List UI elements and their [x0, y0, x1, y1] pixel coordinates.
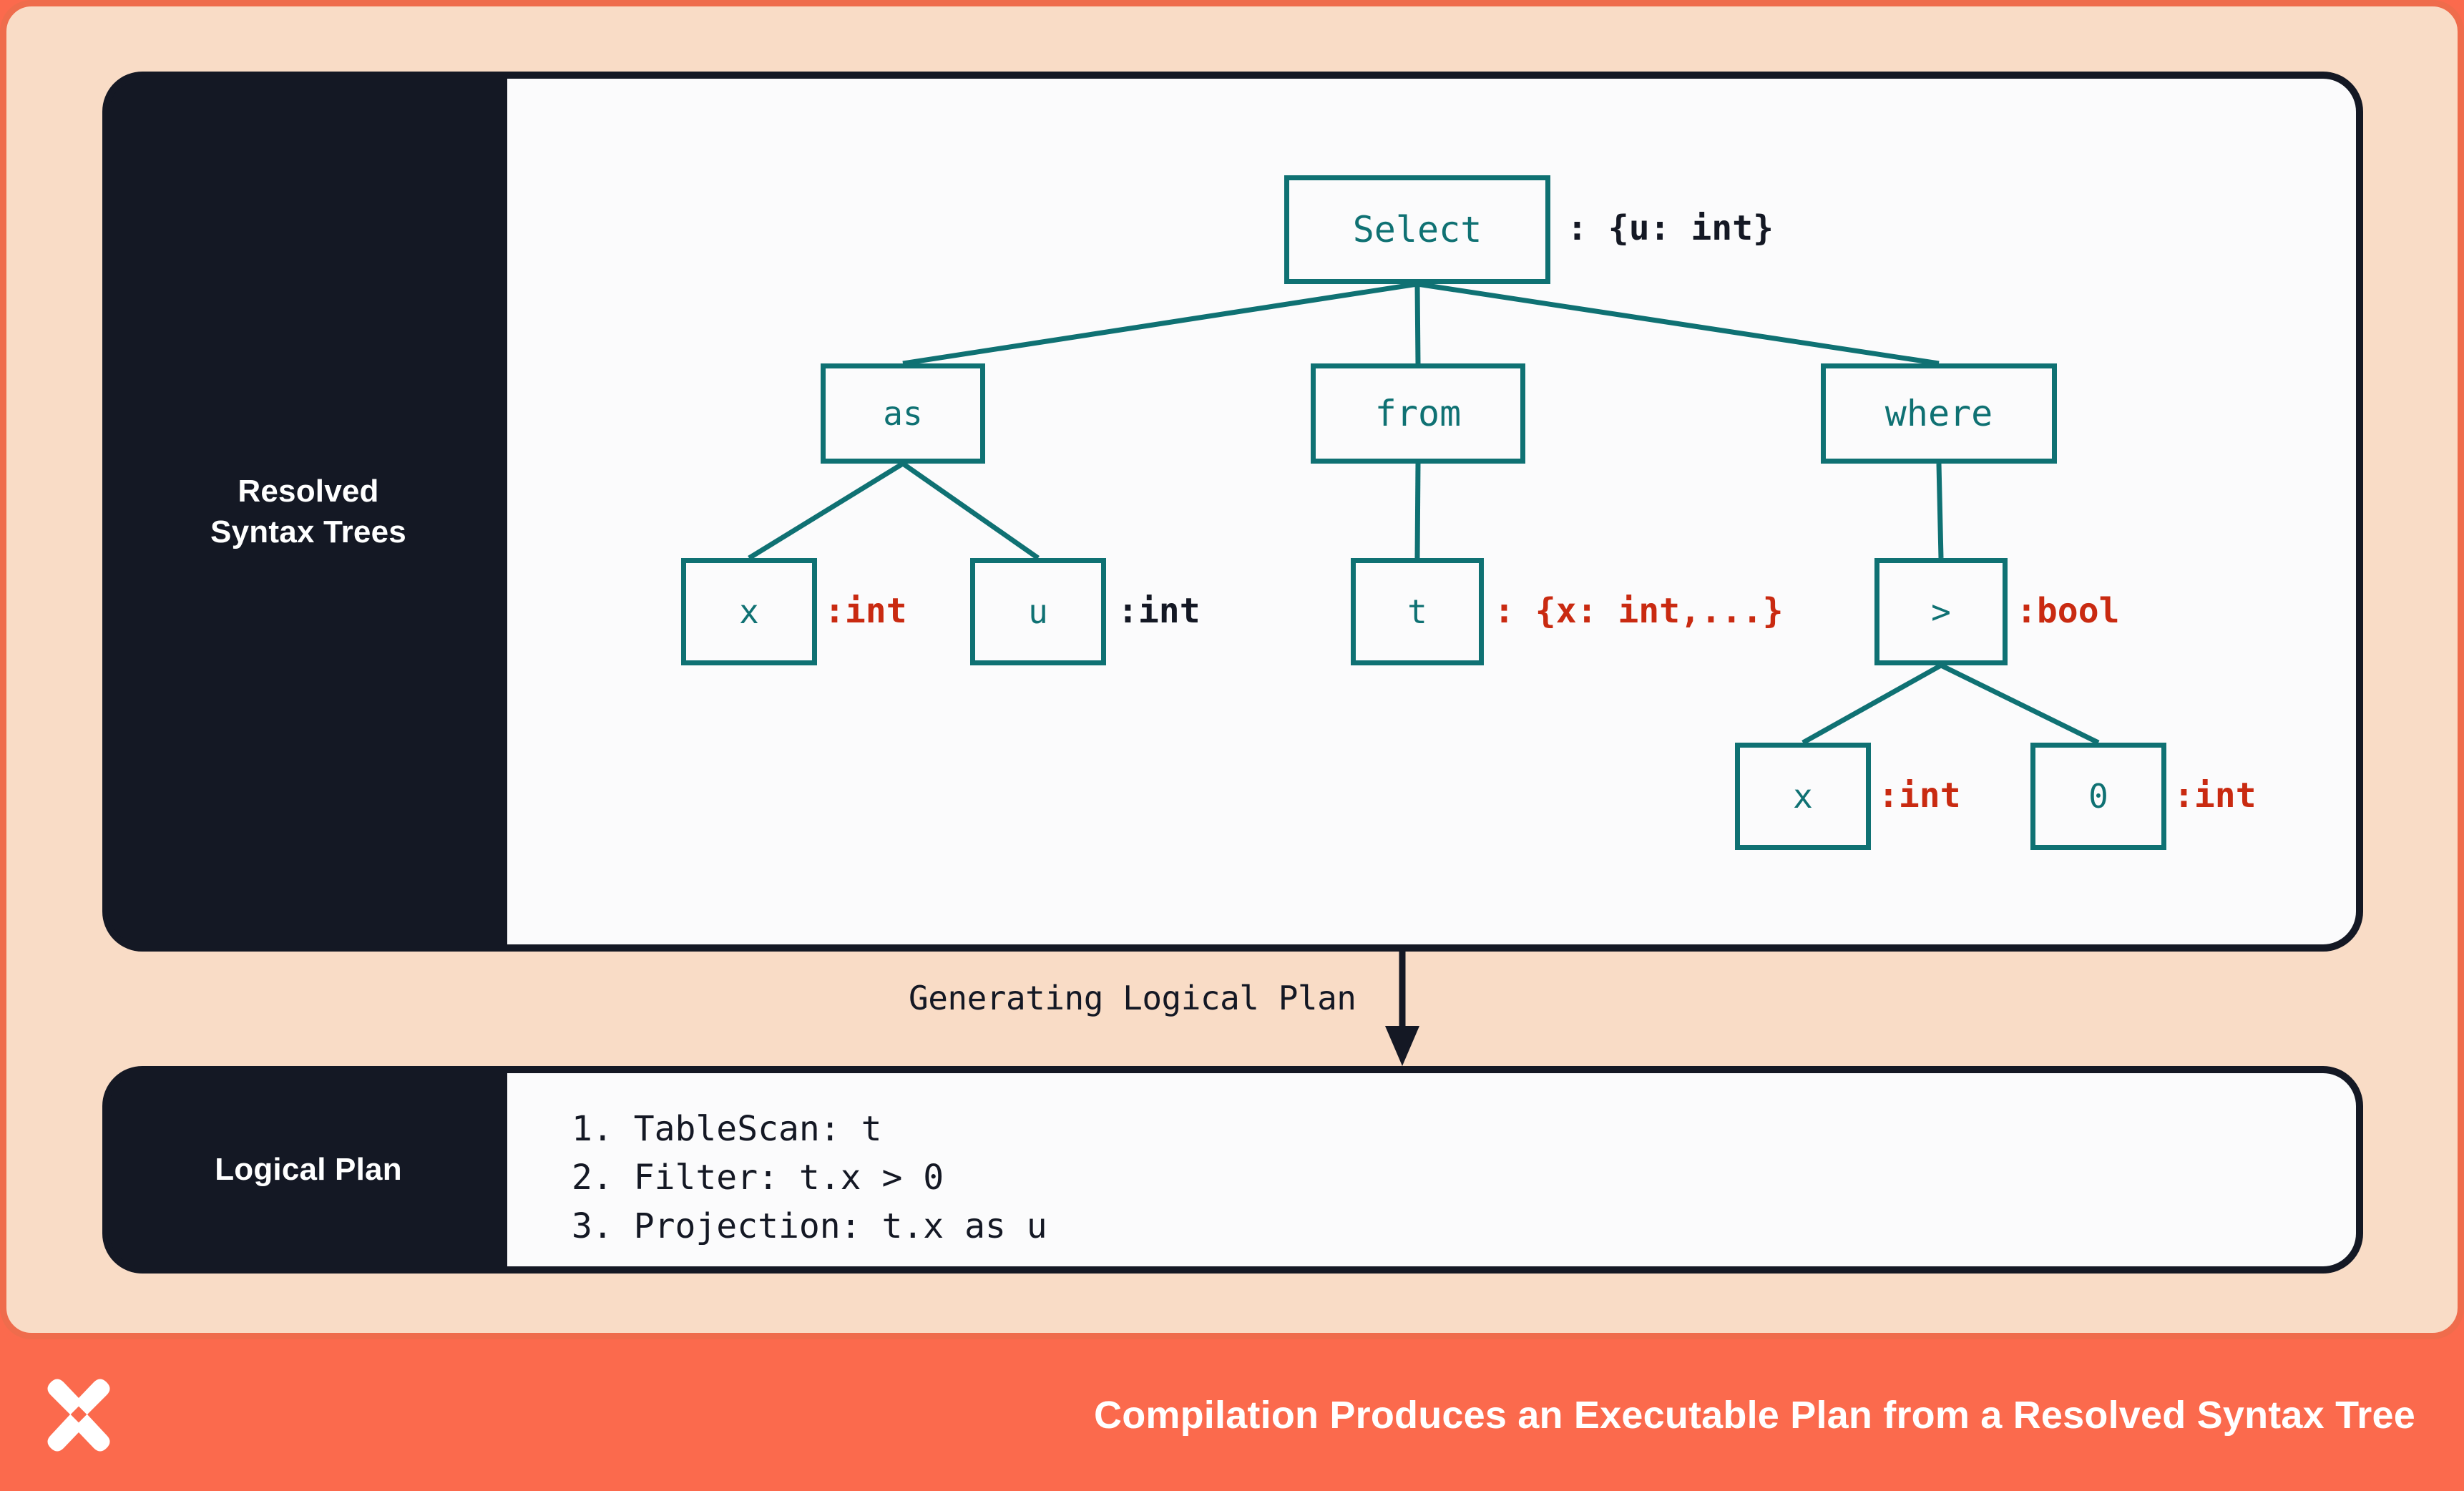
resolved-syntax-trees-label: Resolved Syntax Trees [109, 79, 507, 944]
resolved-syntax-trees-card: Resolved Syntax Trees Select : {u: int} as… [102, 72, 2363, 952]
tree-node-label: > [1931, 592, 1951, 631]
tree-node-gt: > [1874, 558, 2008, 665]
resolved-syntax-trees-label-line1: Resolved [238, 473, 379, 509]
type-annotation-from-t: : {x: int,...} [1494, 591, 1784, 631]
tree-edges-svg [748, 281, 2100, 746]
tree-node-label: t [1407, 592, 1427, 631]
x-mark-logo-icon [47, 1379, 110, 1452]
footer-bar: Compilation Produces an Executable Plan … [0, 1339, 2464, 1491]
logical-plan-step-list: 1. TableScan: t 2. Filter: t.x > 0 3. Proj… [507, 1073, 2356, 1251]
tree-node-as: as [821, 363, 985, 464]
tree-node-label: x [739, 592, 759, 631]
type-annotation-as-u: :int [1118, 591, 1201, 631]
tree-node-label: from [1374, 393, 1462, 434]
tree-node-gt-x: x [1735, 743, 1871, 850]
logical-plan-body: 1. TableScan: t 2. Filter: t.x > 0 3. Proj… [507, 1073, 2356, 1266]
tree-edge-select-to-as [902, 281, 1418, 366]
tree-edge-from-to-from-t [1414, 463, 1421, 559]
logical-plan-step: 1. TableScan: t [572, 1109, 882, 1149]
syntax-tree-canvas-area: Select : {u: int} as from where x :int u :int t : … [507, 79, 2356, 944]
type-annotation-select: : {u: int} [1567, 208, 1774, 248]
tree-node-label: x [1793, 777, 1813, 816]
tree-node-gt-0: 0 [2030, 743, 2166, 850]
type-annotation-gt: :bool [2016, 591, 2120, 631]
tree-node-where: where [1821, 363, 2057, 464]
tree-node-select: Select [1284, 175, 1550, 284]
arrow-down-icon [1385, 952, 1419, 1066]
logical-plan-step: 3. Projection: t.x as u [572, 1206, 1047, 1247]
resolved-syntax-trees-label-line2: Syntax Trees [210, 514, 406, 549]
type-annotation-gt-x: :int [1878, 776, 1961, 816]
logical-plan-card: Logical Plan 1. TableScan: t 2. Filter: t… [102, 1066, 2363, 1274]
tree-node-label: where [1884, 393, 1993, 434]
tree-node-label: 0 [2088, 777, 2108, 816]
tree-edge-as-to-as-x [748, 461, 904, 560]
tree-node-from-t: t [1351, 558, 1484, 665]
footer-caption: Compilation Produces an Executable Plan … [1094, 1394, 2415, 1437]
tree-node-from: from [1311, 363, 1525, 464]
tree-node-as-u: u [970, 558, 1106, 665]
tree-edge-select-to-where [1417, 281, 1940, 366]
tree-node-label: u [1028, 592, 1048, 631]
logical-plan-label: Logical Plan [215, 1152, 402, 1188]
tree-node-label: Select [1352, 209, 1482, 250]
tree-node-label: as [883, 394, 923, 433]
type-annotation-as-x: :int [824, 591, 907, 631]
tree-edge-as-to-as-u [901, 461, 1040, 560]
tree-edge-gt-to-gt-0 [1940, 663, 2100, 746]
type-annotation-gt-0: :int [2174, 776, 2257, 816]
logical-plan-step: 2. Filter: t.x > 0 [572, 1158, 944, 1198]
tree-edge-select-to-from [1414, 283, 1421, 364]
flow-step-label: Generating Logical Plan [909, 979, 1356, 1017]
tree-edge-where-to-gt [1936, 463, 1944, 559]
tree-node-as-x: x [681, 558, 817, 665]
tree-edge-gt-to-gt-x [1801, 663, 1942, 746]
